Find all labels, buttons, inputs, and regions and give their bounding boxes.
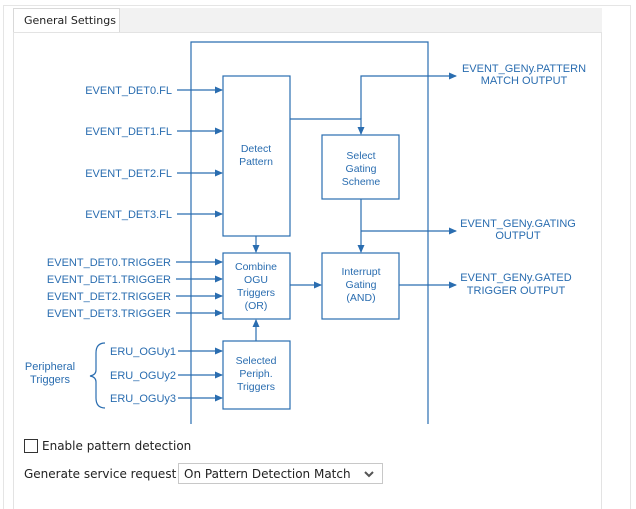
interrupt-block-line2: Gating (346, 279, 377, 291)
output-gating-line1: EVENT_GENy.GATING (460, 218, 576, 230)
input-label-trigger3: EVENT_DET3.TRIGGER (47, 308, 171, 320)
pattern-detection-label: Enable pattern detection (42, 439, 192, 453)
peripheral-group-label-2: Triggers (30, 374, 70, 386)
peripheral-group-label-1: Peripheral (25, 361, 75, 373)
interrupt-block (321, 252, 400, 320)
selected-block-line1: Selected (236, 355, 277, 367)
input-label-trigger2: EVENT_DET2.TRIGGER (47, 291, 171, 303)
detect-block-line2: Pattern (239, 156, 273, 168)
output-pattern-line1: EVENT_GENy.PATTERN (462, 63, 586, 75)
settings-panel (13, 32, 602, 509)
pattern-detection-checkbox[interactable] (24, 439, 38, 453)
input-label-fl3: EVENT_DET3.FL (85, 209, 172, 221)
diagram-frame (190, 41, 429, 424)
input-label-ogu3: ERU_OGUy3 (110, 393, 176, 405)
input-label-fl2: EVENT_DET2.FL (85, 168, 172, 180)
gating-block-line3: Scheme (342, 176, 381, 188)
input-label-fl1: EVENT_DET1.FL (85, 126, 172, 138)
output-pattern-line2: MATCH OUTPUT (481, 75, 568, 87)
interrupt-block-line1: Interrupt (341, 266, 380, 278)
selected-block-line2: Periph. (239, 368, 272, 380)
service-request-value: On Pattern Detection Match (184, 467, 351, 481)
output-gated-line1: EVENT_GENy.GATED (460, 272, 572, 284)
combine-block-line3: Triggers (237, 287, 275, 299)
pattern-detection-row: Enable pattern detection (24, 436, 191, 456)
combine-block-line4: (OR) (245, 300, 268, 312)
window-frame (3, 5, 631, 509)
gating-block-line1: Select (346, 150, 375, 162)
service-request-label: Generate service request : (24, 467, 185, 481)
input-label-ogu1: ERU_OGUy1 (110, 346, 176, 358)
detect-block-line1: Detect (241, 143, 271, 155)
gating-block-line2: Gating (346, 163, 377, 175)
combine-block-line1: Combine (235, 261, 277, 273)
input-label-trigger0: EVENT_DET0.TRIGGER (47, 257, 171, 269)
combine-block-line2: OGU (244, 274, 268, 286)
output-gating-line2: OUTPUT (495, 230, 541, 242)
input-label-ogu2: ERU_OGUy2 (110, 370, 176, 382)
service-request-select[interactable]: On Pattern Detection Match (178, 463, 383, 484)
selected-block-line3: Triggers (237, 381, 275, 393)
input-label-fl0: EVENT_DET0.FL (85, 85, 172, 97)
tab-general-settings[interactable]: General Settings (13, 8, 120, 34)
interrupt-block-line3: (AND) (346, 292, 375, 304)
input-label-trigger1: EVENT_DET1.TRIGGER (47, 274, 171, 286)
chevron-down-icon (364, 471, 374, 478)
output-gated-line2: TRIGGER OUTPUT (467, 285, 566, 297)
